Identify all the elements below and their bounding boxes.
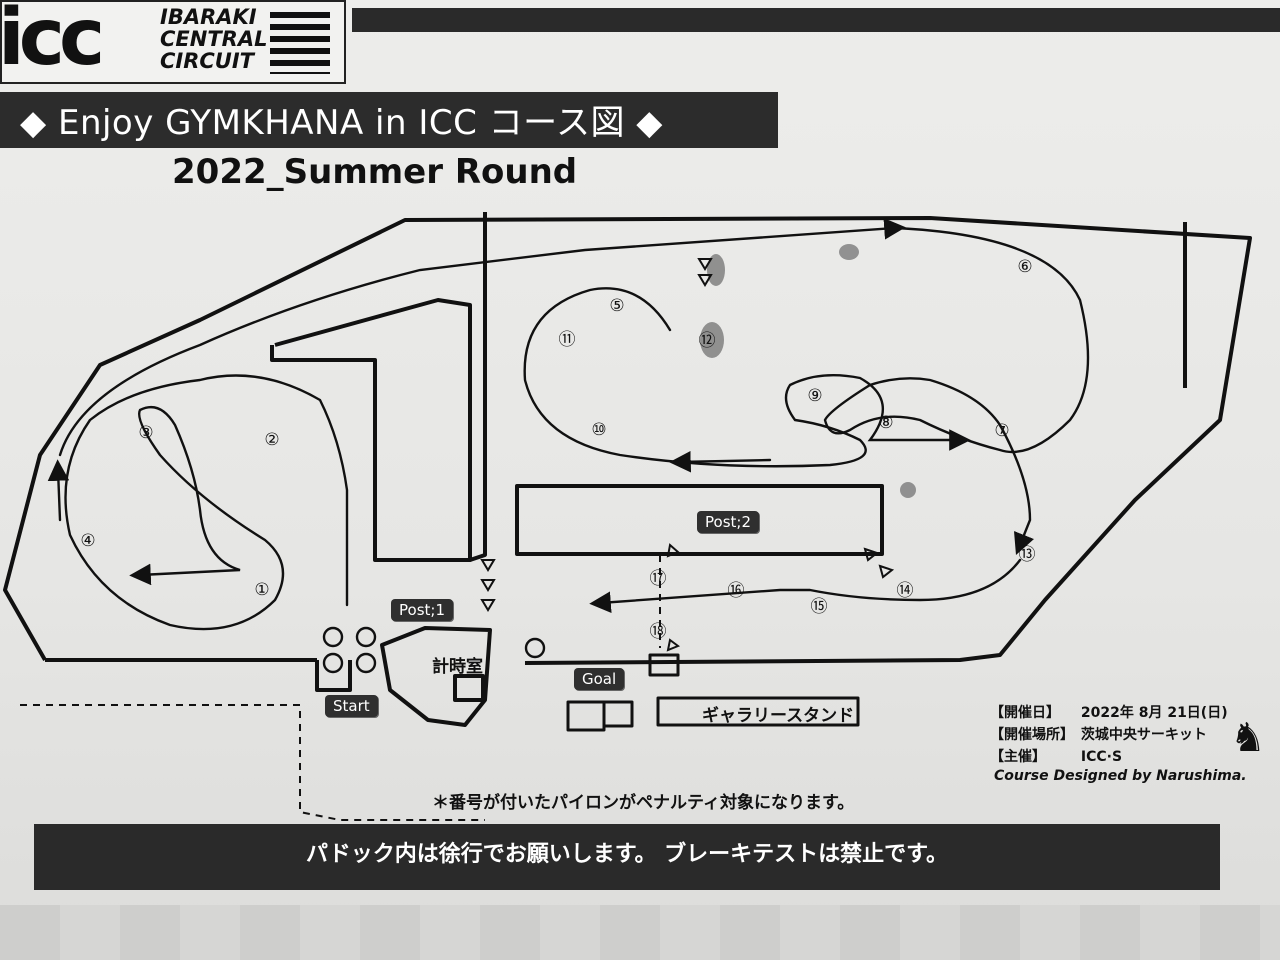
inner-wall-left bbox=[270, 298, 472, 562]
pylon-10: ⑩ bbox=[591, 420, 606, 440]
event-date-row: 【開催日】 2022年 8月 21日(日) bbox=[990, 702, 1228, 724]
goal-label: Goal bbox=[574, 668, 625, 690]
pylon-13: ⑬ bbox=[1019, 545, 1036, 565]
pylon-15: ⑮ bbox=[811, 597, 828, 617]
pylon-3: ③ bbox=[138, 423, 153, 443]
logo-line-2: CENTRAL bbox=[160, 27, 268, 51]
page-title: ◆ Enjoy GYMKHANA in ICC コース図 ◆ bbox=[20, 103, 663, 143]
icc-logo: icc IBARAKI CENTRAL CIRCUIT bbox=[0, 0, 346, 84]
cone-icon bbox=[666, 543, 680, 558]
pylon-11: ⑪ bbox=[559, 330, 576, 350]
driving-line-1 bbox=[64, 374, 349, 631]
event-date-key: 【開催日】 bbox=[990, 705, 1060, 721]
pylon-4: ④ bbox=[80, 531, 95, 551]
event-venue-row: 【開催場所】 茨城中央サーキット bbox=[990, 724, 1228, 746]
goal-box-2 bbox=[602, 700, 634, 728]
pylon-7: ⑦ bbox=[994, 421, 1009, 441]
page-subtitle: 2022_Summer Round bbox=[172, 152, 578, 192]
timing-room-label: 計時室 bbox=[432, 657, 483, 677]
goal-marker bbox=[524, 637, 546, 659]
gallery-stand-outline bbox=[656, 696, 860, 727]
post-box-18 bbox=[648, 653, 680, 677]
pylon-1: ① bbox=[254, 580, 269, 600]
start-marker bbox=[322, 626, 344, 648]
course-credit: Course Designed by Narushima. bbox=[994, 768, 1247, 784]
event-organizer: ICC·S bbox=[1080, 749, 1123, 765]
event-venue-key: 【開催場所】 bbox=[990, 727, 1074, 743]
pylon-16: ⑯ bbox=[728, 581, 745, 601]
pylon-18: ⑱ bbox=[650, 622, 667, 642]
driving-line-3 bbox=[823, 226, 1090, 556]
pylon-5: ⑤ bbox=[609, 296, 624, 316]
start-marker bbox=[355, 626, 377, 648]
oil-spot-4 bbox=[900, 482, 916, 498]
top-banner bbox=[352, 8, 1280, 32]
start-label: Start bbox=[325, 695, 378, 717]
logo-mark: icc bbox=[0, 0, 105, 83]
logo-line-3: CIRCUIT bbox=[160, 49, 254, 73]
footer-text: パドック内は徐行でお願いします。 ブレーキテストは禁止です。 bbox=[306, 842, 948, 867]
post-2-label: Post;2 bbox=[697, 511, 759, 533]
event-date: 2022年 8月 21日(日) bbox=[1080, 705, 1228, 721]
logo-text: IBARAKI CENTRAL CIRCUIT bbox=[160, 6, 267, 72]
cone-icon bbox=[666, 638, 681, 652]
pylon-12: ⑫ bbox=[699, 331, 716, 351]
background-paper-edge bbox=[0, 905, 1280, 960]
paddock-line bbox=[20, 704, 485, 821]
timing-room-outline bbox=[380, 626, 492, 727]
event-venue: 茨城中央サーキット bbox=[1080, 727, 1207, 743]
timing-room-box bbox=[453, 674, 485, 702]
oil-spot-1 bbox=[707, 254, 725, 286]
logo-stripes bbox=[270, 12, 330, 74]
event-organizer-row: 【主催】 ICC·S bbox=[990, 746, 1228, 768]
pylon-2: ② bbox=[264, 430, 279, 450]
paddock-wall bbox=[469, 212, 487, 562]
event-organizer-key: 【主催】 bbox=[990, 749, 1046, 765]
title-bar bbox=[0, 92, 778, 148]
cone-icon bbox=[697, 258, 713, 271]
gallery-stand-label: ギャラリースタンド bbox=[702, 706, 855, 726]
cone-icon bbox=[480, 599, 496, 612]
event-info: 【開催日】 2022年 8月 21日(日) 【開催場所】 茨城中央サーキット 【… bbox=[990, 702, 1228, 768]
pylon-9: ⑨ bbox=[807, 386, 822, 406]
pylon-14: ⑭ bbox=[897, 581, 914, 601]
penalty-note: ＊番号が付いたパイロンがペナルティ対象になります。 bbox=[432, 793, 855, 813]
driving-line-2 bbox=[58, 217, 906, 457]
start-marker bbox=[322, 652, 344, 674]
post-1-label: Post;1 bbox=[391, 599, 453, 621]
driving-line-top bbox=[47, 459, 70, 522]
cone-icon bbox=[878, 564, 895, 579]
cone-icon bbox=[863, 547, 880, 562]
pylon-8: ⑧ bbox=[878, 413, 893, 433]
oil-spot-2 bbox=[839, 244, 859, 260]
start-marker bbox=[355, 652, 377, 674]
logo-line-1: IBARAKI bbox=[160, 5, 257, 29]
cone-icon bbox=[480, 559, 496, 572]
goal-box-1 bbox=[566, 700, 606, 732]
driving-line-4 bbox=[523, 287, 971, 468]
driving-line-6 bbox=[669, 450, 772, 473]
horse-icon: ♞ bbox=[1230, 715, 1266, 761]
oil-spot-3 bbox=[700, 322, 724, 358]
driving-line-5 bbox=[589, 558, 1022, 613]
center-block bbox=[515, 484, 884, 556]
footer-bar bbox=[34, 824, 1220, 890]
start-wall bbox=[315, 660, 352, 692]
pylon-17: ⑰ bbox=[650, 569, 667, 589]
track-outline bbox=[3, 216, 1252, 665]
pylon-6: ⑥ bbox=[1017, 257, 1032, 277]
cone-icon bbox=[697, 274, 713, 287]
cone-icon bbox=[480, 579, 496, 592]
